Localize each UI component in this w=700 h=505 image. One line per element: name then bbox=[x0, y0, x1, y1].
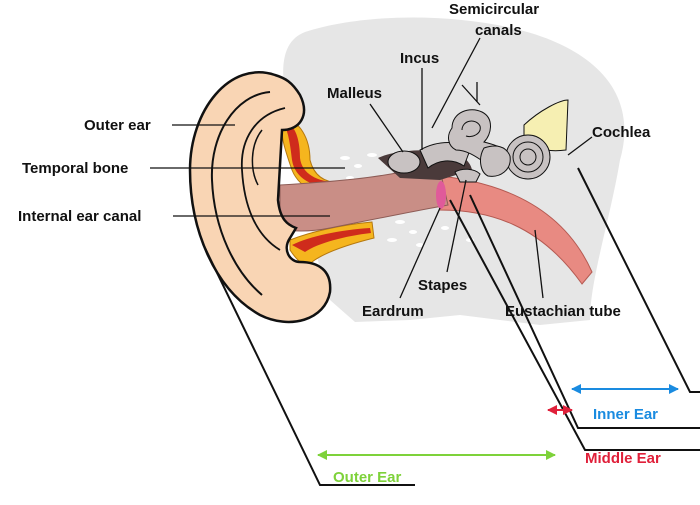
auricle-shape bbox=[188, 71, 332, 324]
label-inner-ear-section: Inner Ear bbox=[593, 406, 658, 423]
label-stapes: Stapes bbox=[418, 277, 467, 294]
label-eustachian-tube: Eustachian tube bbox=[505, 303, 621, 320]
temporal-bone-tissue-lower bbox=[292, 228, 371, 252]
label-internal-ear-canal: Internal ear canal bbox=[18, 208, 141, 225]
stapes-shape bbox=[454, 168, 481, 183]
eustachian-tube-shape bbox=[429, 174, 593, 285]
label-cochlea: Cochlea bbox=[592, 124, 651, 141]
eardrum-shape bbox=[436, 181, 446, 209]
auricle-helix-inner bbox=[210, 91, 271, 296]
label-malleus: Malleus bbox=[327, 85, 382, 102]
label-outer-ear: Outer ear bbox=[84, 117, 151, 134]
malleus-shape bbox=[387, 150, 421, 174]
label-incus: Incus bbox=[400, 50, 439, 67]
semicircular-canal-loop bbox=[461, 120, 481, 137]
label-eardrum: Eardrum bbox=[362, 303, 424, 320]
section-brackets bbox=[204, 167, 700, 486]
auricle-antihelix bbox=[241, 107, 286, 251]
label-canals: canals bbox=[475, 22, 522, 39]
vestibule-shape bbox=[480, 145, 511, 177]
label-temporal-bone: Temporal bone bbox=[22, 160, 128, 177]
ear-canal-shape bbox=[279, 167, 449, 232]
label-semicircular: Semicircular bbox=[449, 1, 539, 18]
cochlea-spiral-1 bbox=[512, 141, 544, 173]
label-outer-ear-section: Outer Ear bbox=[333, 469, 402, 486]
auricle-concha bbox=[251, 129, 263, 186]
cochlea-spiral-2 bbox=[519, 148, 537, 166]
leader-lines bbox=[150, 37, 593, 299]
temporal-bone-tissue bbox=[284, 123, 346, 189]
label-middle-ear-section: Middle Ear bbox=[585, 450, 661, 467]
